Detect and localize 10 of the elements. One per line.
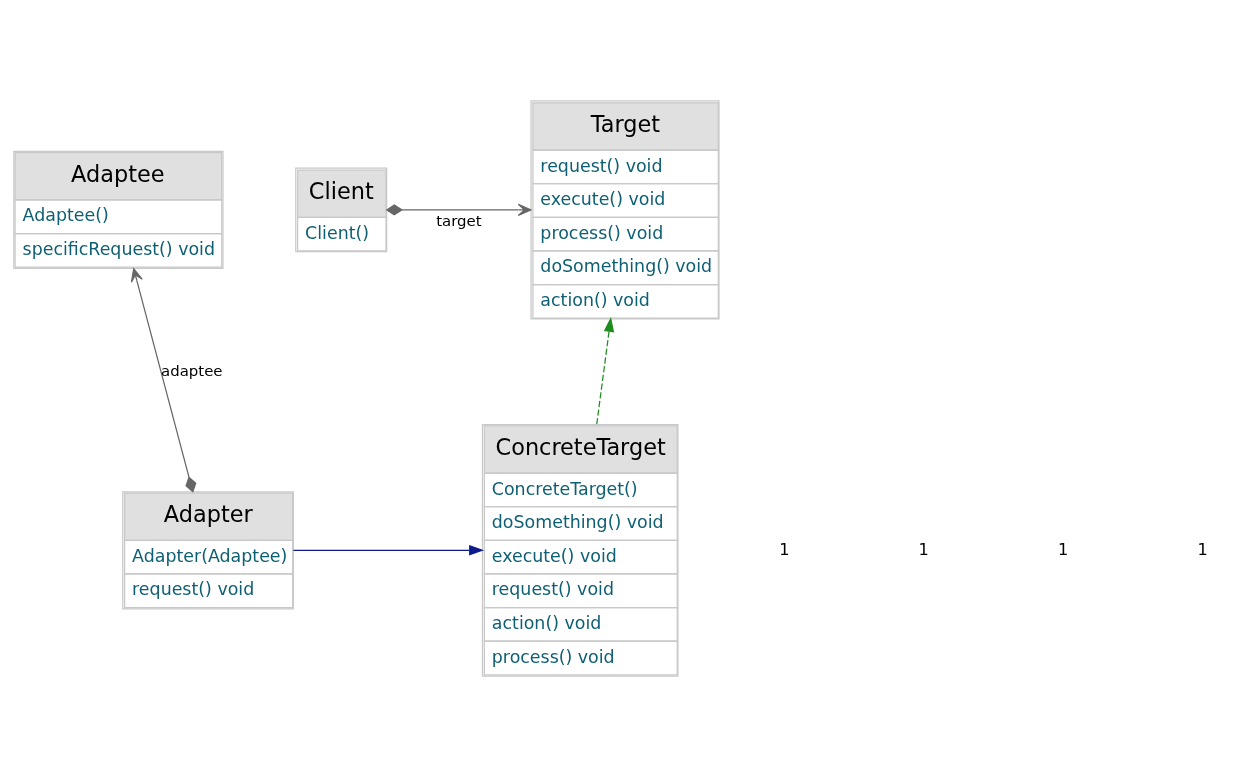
- arrow: [596, 316, 615, 425]
- label: 1: [1057, 539, 1069, 559]
- edge-label: adaptee: [161, 361, 223, 380]
- label: 1: [1197, 539, 1208, 559]
- arrow: [130, 267, 197, 493]
- arrow: [292, 544, 485, 556]
- arrow: [385, 203, 532, 216]
- edge-label: target: [436, 211, 482, 230]
- label: 1: [779, 539, 790, 559]
- label: 1: [918, 539, 929, 559]
